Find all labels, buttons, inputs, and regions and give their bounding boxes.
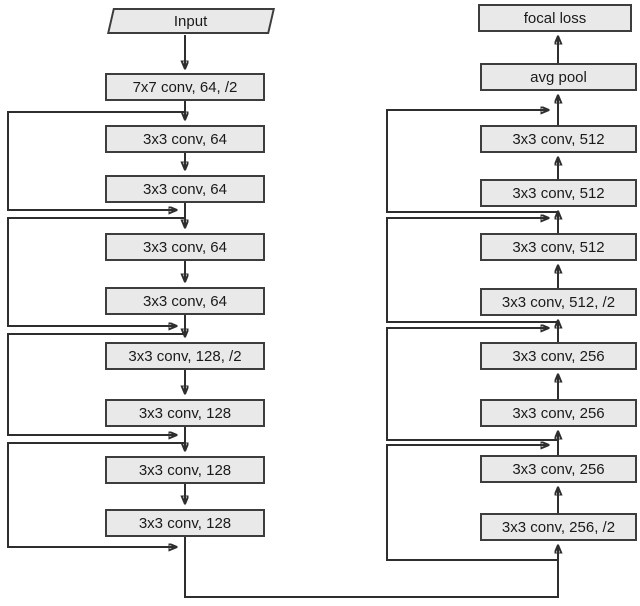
conv-box-128-1: 3x3 conv, 128 <box>105 399 265 427</box>
conv-box-256-3: 3x3 conv, 256 <box>480 455 637 483</box>
input-node: Input <box>106 8 276 34</box>
conv-box-64-4: 3x3 conv, 64 <box>105 287 265 315</box>
conv-box-7x7-64: 7x7 conv, 64, /2 <box>105 73 265 101</box>
conv-box-128-2: 3x3 conv, 128 <box>105 456 265 484</box>
conv-box-512-down: 3x3 conv, 512, /2 <box>480 288 637 316</box>
conv-box-512-3: 3x3 conv, 512 <box>480 233 637 261</box>
conv-box-256-1: 3x3 conv, 256 <box>480 342 637 370</box>
skip-connections-left <box>7 111 185 547</box>
conv-box-128-3: 3x3 conv, 128 <box>105 509 265 537</box>
conv-box-256-down: 3x3 conv, 256, /2 <box>480 513 637 541</box>
conv-box-512-1: 3x3 conv, 512 <box>480 125 637 153</box>
conv-box-64-2: 3x3 conv, 64 <box>105 175 265 203</box>
wraparound-connector <box>184 537 558 598</box>
input-label: Input <box>174 12 208 30</box>
avg-pool-box: avg pool <box>480 63 637 91</box>
conv-box-128-down: 3x3 conv, 128, /2 <box>105 342 265 370</box>
focal-loss-box: focal loss <box>478 4 632 32</box>
skip-connections-right <box>386 110 558 561</box>
conv-box-64-3: 3x3 conv, 64 <box>105 233 265 261</box>
conv-box-64-1: 3x3 conv, 64 <box>105 125 265 153</box>
conv-box-256-2: 3x3 conv, 256 <box>480 399 637 427</box>
conv-box-512-2: 3x3 conv, 512 <box>480 179 637 207</box>
